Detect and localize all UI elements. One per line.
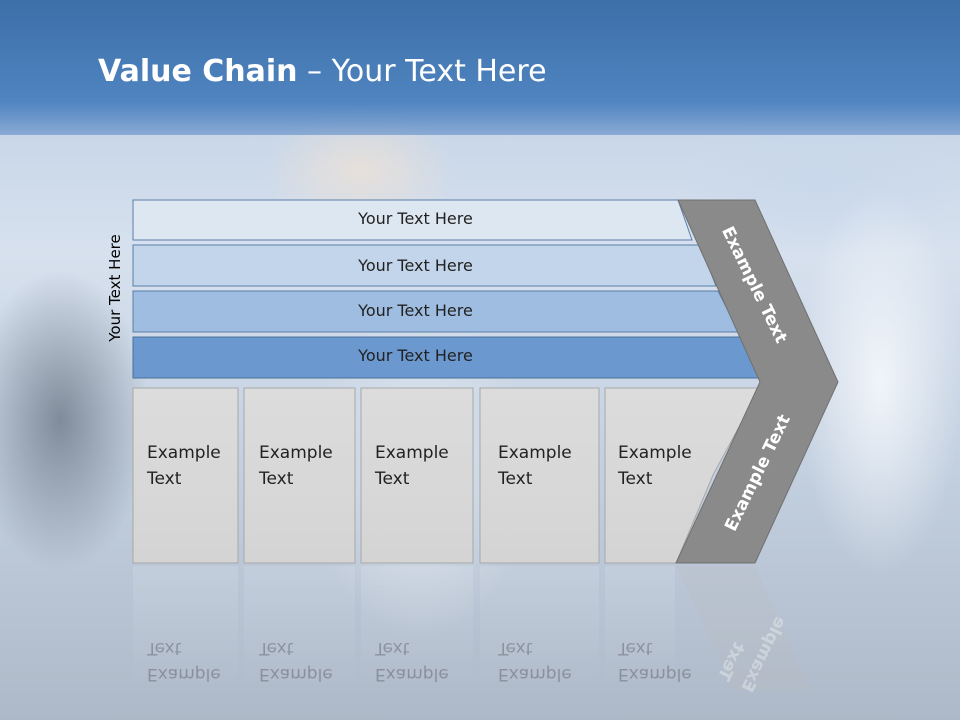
diagram-reflection	[133, 566, 810, 691]
title-rest-part: – Your Text Here	[297, 54, 547, 89]
activity-box-1-line1: Example	[147, 443, 221, 463]
support-bar-1	[132, 199, 693, 241]
activity-box-4	[479, 387, 600, 564]
activity-box-5	[604, 387, 761, 564]
activity-box-5-line1: Example	[618, 443, 692, 463]
support-bar-4-label: Your Text Here	[358, 346, 473, 365]
margin-chevron	[675, 199, 839, 564]
activity-box-2-line2: Text	[259, 469, 294, 489]
activity-box-5-line2: Text	[618, 469, 653, 489]
activity-box-3	[360, 387, 474, 564]
activity-box-3-line2: Text	[375, 469, 410, 489]
support-bar-3-label: Your Text Here	[358, 301, 473, 320]
activity-box-1	[132, 387, 239, 564]
support-bar-1-label: Your Text Here	[358, 209, 473, 228]
support-bar-2	[132, 244, 717, 287]
activity-box-2-line1: Example	[259, 443, 333, 463]
slide-title: Value Chain – Your Text Here	[98, 54, 547, 89]
activity-box-4-line1: Example	[498, 443, 572, 463]
activity-box-2	[243, 387, 356, 564]
reflection-chevron-label: Example Text	[713, 613, 791, 696]
activity-box-4-line2: Text	[498, 469, 533, 489]
title-bold-part: Value Chain	[98, 54, 298, 89]
activity-box-1-line2: Text	[147, 469, 182, 489]
support-bar-2-label: Your Text Here	[358, 256, 473, 275]
activity-box-3-line1: Example	[375, 443, 449, 463]
title-bar	[0, 0, 960, 135]
